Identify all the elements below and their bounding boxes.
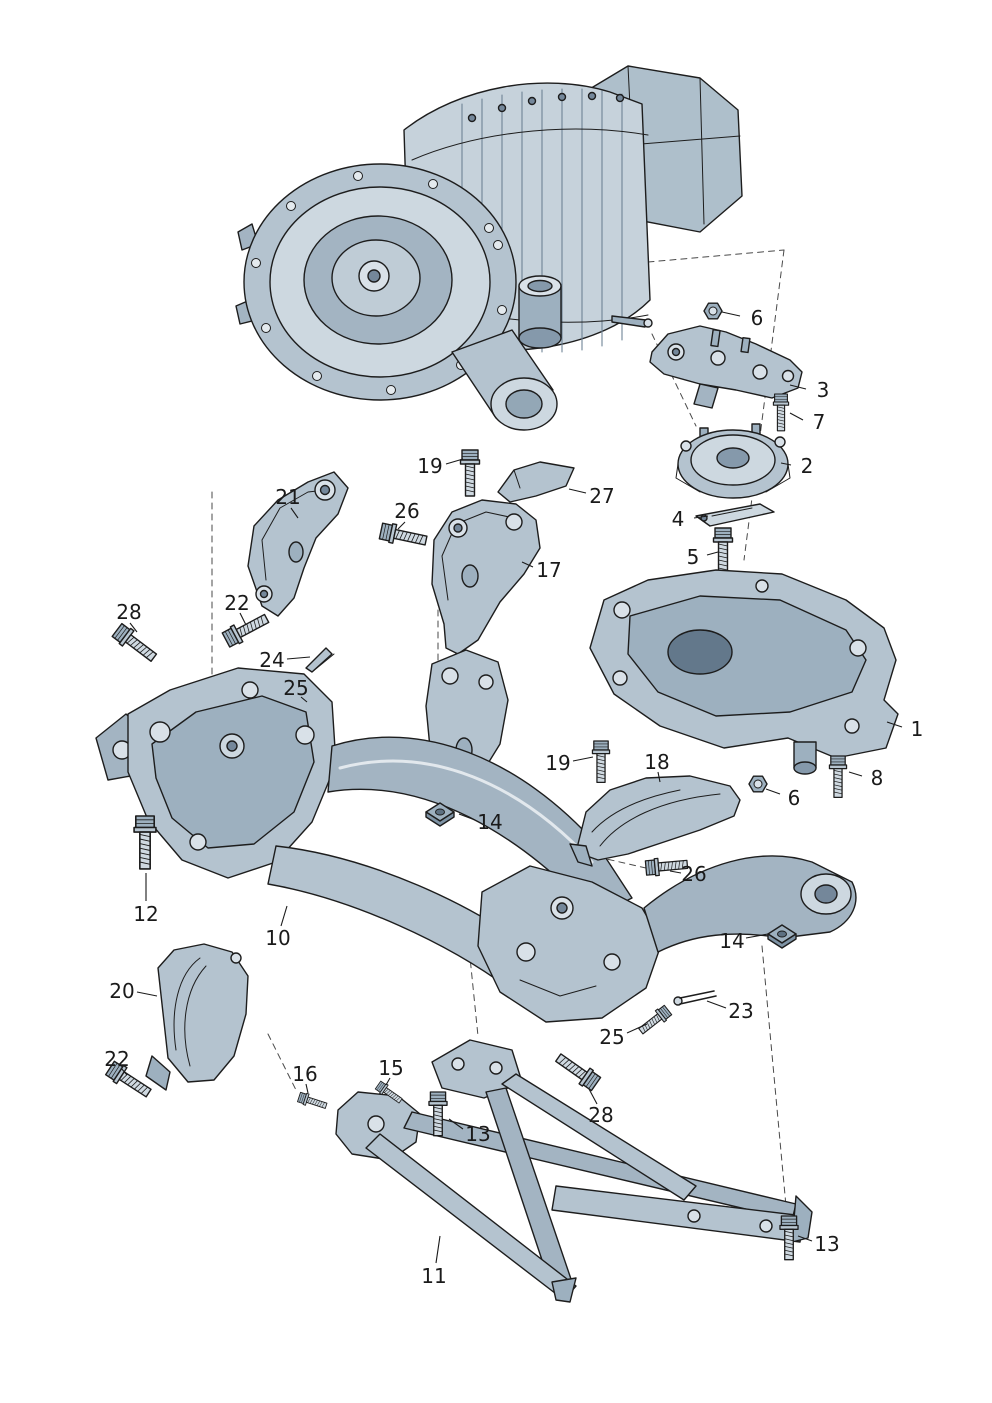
leader-line-7 xyxy=(789,412,804,421)
callout-25[interactable]: 25 xyxy=(283,676,308,700)
callout-10[interactable]: 10 xyxy=(265,926,290,950)
leader-line-15 xyxy=(385,1077,391,1086)
part-3-bracket xyxy=(649,325,803,409)
callout-3[interactable]: 3 xyxy=(817,378,830,402)
callout-27[interactable]: 27 xyxy=(589,484,614,508)
leader-line-27 xyxy=(568,488,587,494)
callout-17[interactable]: 17 xyxy=(536,558,561,582)
callout-18[interactable]: 18 xyxy=(644,750,669,774)
part-12-bolt xyxy=(133,815,157,870)
callout-19[interactable]: 19 xyxy=(545,751,570,775)
part-2-mount xyxy=(675,423,791,499)
callout-23[interactable]: 23 xyxy=(728,999,753,1023)
part-17-bracket xyxy=(431,499,541,655)
callout-28[interactable]: 28 xyxy=(588,1103,613,1127)
part-19-bolt-top xyxy=(459,449,481,497)
part-28-bolt-top xyxy=(110,621,161,666)
callout-8[interactable]: 8 xyxy=(871,766,884,790)
gearbox-illustration xyxy=(235,65,743,431)
part-16-bolt xyxy=(296,1090,329,1112)
callout-19[interactable]: 19 xyxy=(417,454,442,478)
leader-line-14 xyxy=(458,813,476,821)
part-28-bolt-bottom xyxy=(552,1049,603,1093)
callout-26[interactable]: 26 xyxy=(681,862,706,886)
part-20-bracket xyxy=(145,943,249,1091)
callout-13[interactable]: 13 xyxy=(465,1122,490,1146)
callout-21[interactable]: 21 xyxy=(275,485,300,509)
part-27-shield xyxy=(497,461,575,503)
part-18-heat-shield xyxy=(569,775,741,867)
callout-22[interactable]: 22 xyxy=(104,1047,129,1071)
leader-line-22 xyxy=(120,1067,128,1076)
leader-line-6 xyxy=(765,788,781,795)
leader-line-17 xyxy=(521,561,534,568)
callout-6[interactable]: 6 xyxy=(751,306,764,330)
callout-25[interactable]: 25 xyxy=(599,1025,624,1049)
leader-line-2 xyxy=(780,462,792,466)
part-1-crossmember xyxy=(589,569,899,775)
leader-line-21 xyxy=(290,507,299,519)
part-26-bolt-top xyxy=(378,521,429,551)
callout-2[interactable]: 2 xyxy=(801,454,814,478)
part-23-clip xyxy=(673,990,717,1006)
part-8-bolt xyxy=(828,755,848,799)
leader-line-13 xyxy=(448,1118,464,1130)
callout-28[interactable]: 28 xyxy=(116,600,141,624)
leader-line-14 xyxy=(745,933,769,939)
leader-line-1 xyxy=(886,721,903,728)
callout-6[interactable]: 6 xyxy=(788,786,801,810)
part-5-bolt xyxy=(712,527,734,575)
leader-line-13 xyxy=(797,1235,813,1242)
leader-line-19 xyxy=(445,458,464,465)
part-25-bolt-right xyxy=(635,1003,673,1038)
callout-20[interactable]: 20 xyxy=(109,979,134,1003)
leader-line-18 xyxy=(657,771,661,783)
leader-line-4 xyxy=(693,515,709,519)
callout-11[interactable]: 11 xyxy=(421,1264,446,1288)
leader-line-26 xyxy=(669,870,682,874)
callout-14[interactable]: 14 xyxy=(719,929,744,953)
leader-line-22 xyxy=(239,612,247,626)
callout-7[interactable]: 7 xyxy=(813,410,826,434)
callout-15[interactable]: 15 xyxy=(378,1056,403,1080)
part-24-clip xyxy=(305,647,335,673)
part-10-subframe xyxy=(95,649,857,1023)
leader-line-16 xyxy=(305,1083,309,1094)
leader-line-6 xyxy=(721,311,741,317)
leader-line-28 xyxy=(129,622,138,633)
callout-1[interactable]: 1 xyxy=(911,717,924,741)
callout-12[interactable]: 12 xyxy=(133,902,158,926)
part-7-bolt xyxy=(772,393,790,432)
part-6-nut-mid xyxy=(748,775,768,793)
part-22-bolt-top xyxy=(220,609,272,650)
part-6-nut-top xyxy=(703,302,723,320)
callout-22[interactable]: 22 xyxy=(224,591,249,615)
part-11-brace xyxy=(335,1039,813,1303)
callout-16[interactable]: 16 xyxy=(292,1062,317,1086)
callout-14[interactable]: 14 xyxy=(477,810,502,834)
leader-line-26 xyxy=(397,521,406,530)
callout-13[interactable]: 13 xyxy=(814,1232,839,1256)
callout-24[interactable]: 24 xyxy=(259,648,284,672)
leader-line-10 xyxy=(280,905,288,927)
leader-line-11 xyxy=(435,1235,441,1264)
leader-line-25 xyxy=(626,1023,648,1034)
leader-line-5 xyxy=(706,551,719,556)
leader-line-8 xyxy=(848,771,863,777)
callout-5[interactable]: 5 xyxy=(687,545,700,569)
leader-line-19 xyxy=(572,756,594,762)
leader-line-23 xyxy=(706,1000,727,1009)
part-19-bolt-mid xyxy=(591,740,611,784)
part-21-bracket xyxy=(247,471,349,617)
part-4-plate xyxy=(695,503,775,527)
leader-line-24 xyxy=(286,656,311,660)
callout-26[interactable]: 26 xyxy=(394,499,419,523)
leader-line-3 xyxy=(789,384,807,390)
leader-line-28 xyxy=(588,1088,598,1105)
leader-line-25 xyxy=(300,696,308,703)
callout-4[interactable]: 4 xyxy=(672,507,685,531)
leader-line-20 xyxy=(136,991,158,997)
